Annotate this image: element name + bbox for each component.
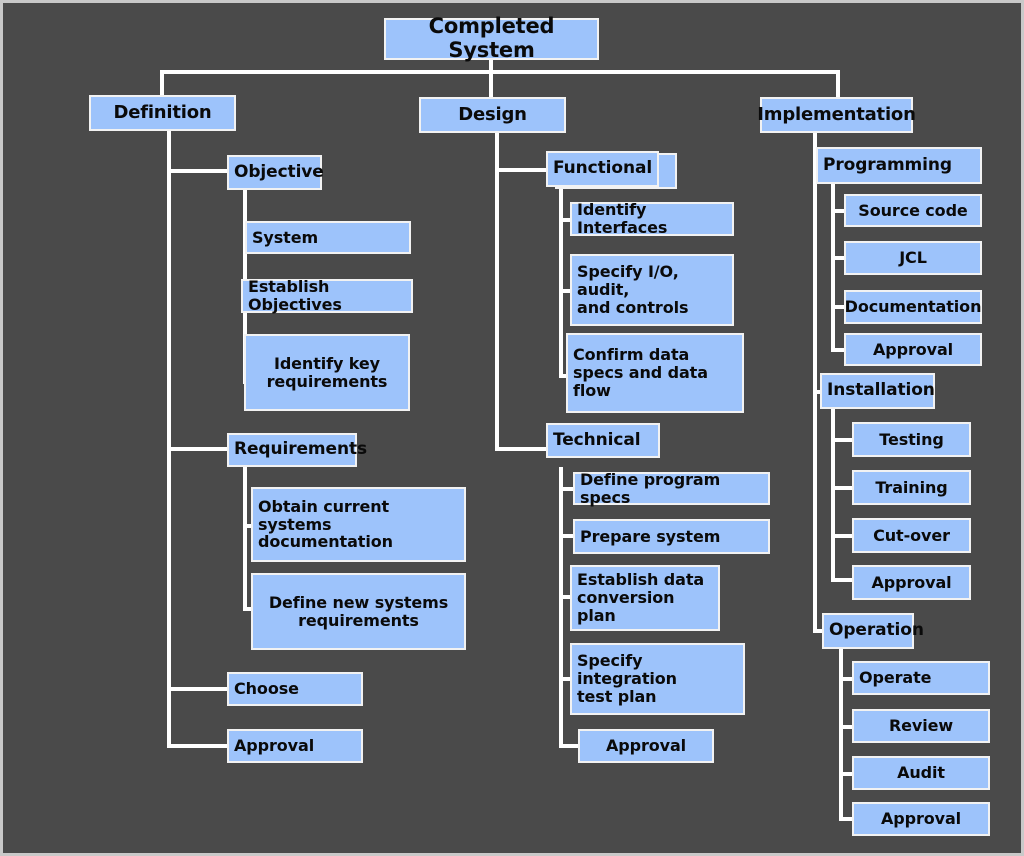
node-establish-data-conversion-plan[interactable]: Establish data conversion plan (570, 565, 720, 631)
connector-technical-to-prepare-system (559, 534, 575, 538)
connector-root-bus (160, 70, 840, 74)
node-training[interactable]: Training (852, 470, 971, 505)
node-definition-approval[interactable]: Approval (227, 729, 363, 763)
connector-definition-spine (167, 131, 171, 748)
node-operation-approval[interactable]: Approval (852, 802, 990, 836)
node-operate[interactable]: Operate (852, 661, 990, 695)
connector-root-stem (489, 58, 493, 74)
node-audit[interactable]: Audit (852, 756, 990, 790)
node-review[interactable]: Review (852, 709, 990, 743)
connector-operation-to-approval (839, 817, 853, 821)
node-requirements[interactable]: Requirements (227, 433, 367, 467)
node-programming[interactable]: Programming (816, 147, 982, 184)
node-source-code[interactable]: Source code (844, 194, 982, 227)
connector-functional-spine (559, 188, 563, 378)
connector-functional-to-confirm-data (559, 374, 571, 378)
node-obtain-current-systems-documentation[interactable]: Obtain current systems documentation (251, 487, 466, 562)
connector-root-to-definition (160, 70, 164, 97)
node-programming-approval[interactable]: Approval (844, 333, 982, 366)
connector-technical-to-define-program-specs (559, 487, 575, 491)
node-completed-system[interactable]: Completed System (384, 15, 599, 62)
connector-definition-to-objective (167, 169, 227, 173)
connector-programming-to-approval (831, 348, 853, 352)
connector-operation-to-audit (839, 772, 853, 776)
node-design[interactable]: Design (419, 97, 566, 133)
connector-programming-to-jcl (831, 256, 853, 260)
connector-root-to-implementation (836, 70, 840, 97)
node-define-new-systems-requirements[interactable]: Define new systems requirements (251, 573, 466, 650)
node-definition[interactable]: Definition (89, 95, 236, 131)
connector-technical-spine (559, 467, 563, 748)
node-establish-objectives[interactable]: Establish Objectives (241, 278, 413, 313)
connector-functional-to-specify-io (559, 289, 571, 293)
node-functional[interactable]: Functional (546, 151, 659, 187)
node-prepare-system[interactable]: Prepare system (573, 519, 770, 554)
connector-operation-to-operate (839, 677, 853, 681)
node-choose[interactable]: Choose (227, 672, 363, 706)
connector-implementation-to-operation (813, 629, 827, 633)
connector-installation-to-testing (831, 438, 853, 442)
connector-implementation-spine (813, 131, 817, 632)
node-documentation[interactable]: Documentation (844, 290, 982, 324)
connector-technical-to-approval (559, 744, 579, 748)
node-operation[interactable]: Operation (822, 613, 924, 649)
node-design-approval[interactable]: Approval (578, 729, 714, 763)
node-technical[interactable]: Technical (546, 423, 660, 458)
node-specify-integration-test-plan[interactable]: Specify integration test plan (570, 643, 745, 715)
connector-design-to-functional (495, 168, 546, 172)
node-define-program-specs[interactable]: Define program specs (573, 470, 770, 506)
node-identify-key-requirements[interactable]: Identify key requirements (244, 334, 410, 411)
node-jcl[interactable]: JCL (844, 241, 982, 275)
connector-requirements-spine (243, 467, 247, 611)
connector-installation-to-approval (831, 578, 853, 582)
node-objective[interactable]: Objective (227, 155, 324, 190)
connector-design-spine (495, 131, 499, 451)
node-implementation[interactable]: Implementation (757, 97, 916, 133)
connector-functional-to-identify-interfaces (559, 218, 571, 222)
node-identify-interfaces[interactable]: Identify Interfaces (570, 201, 734, 236)
connector-definition-to-requirements (167, 447, 227, 451)
connector-operation-spine (839, 648, 843, 821)
connector-definition-to-choose (167, 687, 227, 691)
connector-definition-to-approval (167, 744, 227, 748)
connector-technical-to-establish-data (559, 595, 575, 599)
node-system[interactable]: System (245, 221, 411, 254)
node-installation-approval[interactable]: Approval (852, 565, 971, 600)
node-specify-io-audit-and-controls[interactable]: Specify I/O, audit, and controls (570, 254, 734, 326)
connector-installation-to-training (831, 486, 853, 490)
connector-design-to-technical (495, 447, 546, 451)
node-confirm-data-specs-and-data-flow[interactable]: Confirm data specs and data flow (566, 333, 744, 413)
connector-installation-to-cut-over (831, 534, 853, 538)
node-installation[interactable]: Installation (820, 373, 935, 409)
connector-installation-spine (831, 409, 835, 582)
connector-programming-to-source-code (831, 209, 853, 213)
node-testing[interactable]: Testing (852, 422, 971, 457)
connector-root-to-design (489, 70, 493, 97)
connector-operation-to-review (839, 725, 853, 729)
connector-technical-to-specify-integration (559, 677, 575, 681)
node-cut-over[interactable]: Cut-over (852, 518, 971, 553)
connector-programming-to-documentation (831, 305, 853, 309)
connector-programming-spine (831, 184, 835, 352)
